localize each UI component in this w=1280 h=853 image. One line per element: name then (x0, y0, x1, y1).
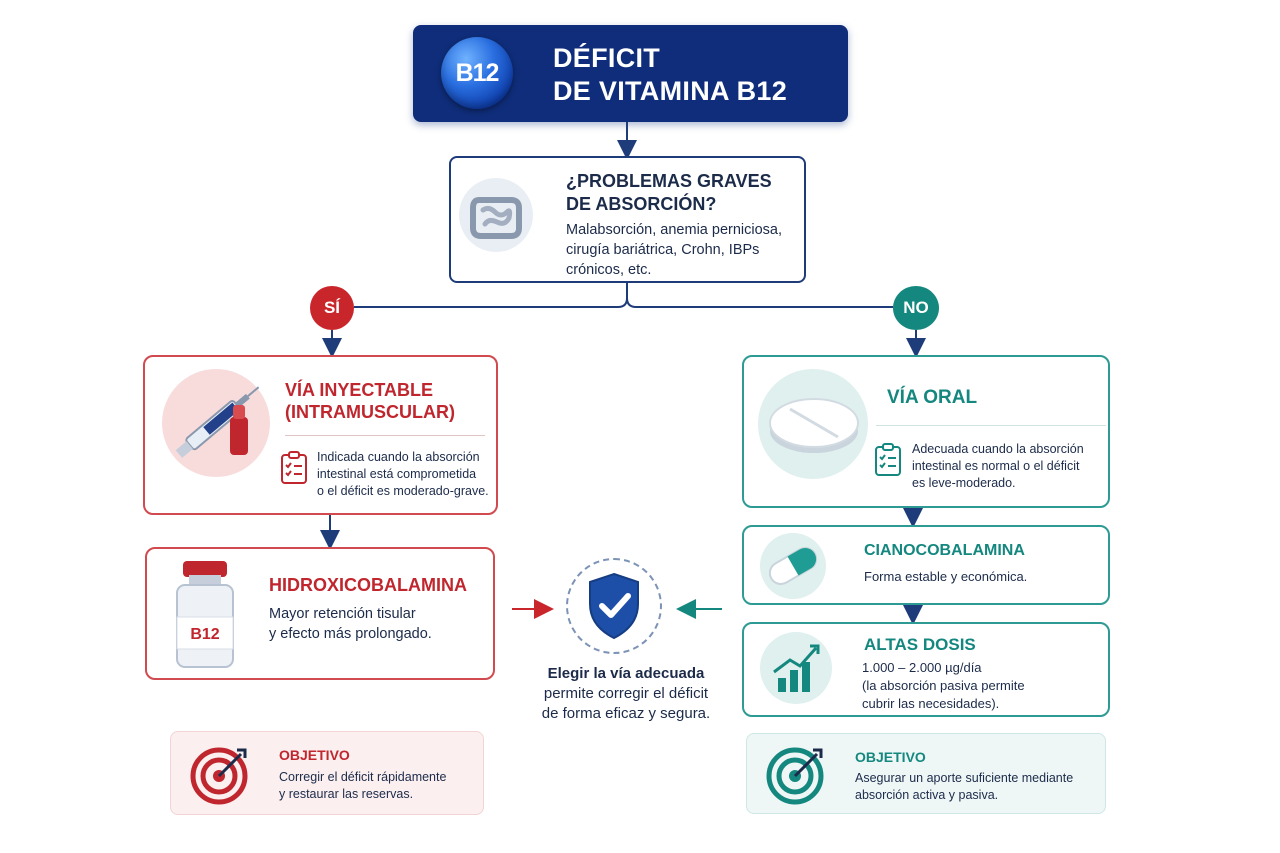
title-line-1: DÉFICIT (553, 43, 661, 73)
injectable-title: VÍA INYECTABLE (INTRAMUSCULAR) (285, 379, 455, 423)
objective-right-title: OBJETIVO (855, 749, 926, 765)
injectable-desc-line-1: Indicada cuando la absorción (317, 450, 480, 464)
question-description: Malabsorción, anemia perniciosa, cirugía… (566, 220, 782, 280)
checklist-icon (280, 451, 308, 490)
injectable-route-box: VÍA INYECTABLE (INTRAMUSCULAR) Indicada … (143, 355, 498, 515)
center-message: Elegir la vía adecuada permite corregir … (510, 664, 742, 724)
hidroxi-desc-line-1: Mayor retención tisular (269, 606, 416, 622)
hidroxicobalamina-box: B12 HIDROXICOBALAMINA Mayor retención ti… (145, 547, 495, 680)
objective-right-desc-line-2: absorción activa y pasiva. (855, 788, 999, 802)
question-desc-line-3: crónicos, etc. (566, 262, 652, 278)
b12-sphere-icon: B12 (441, 37, 513, 109)
title-line-2: DE VITAMINA B12 (553, 76, 788, 106)
rising-bars-icon (760, 632, 832, 704)
oral-description: Adecuada cuando la absorción intestinal … (912, 441, 1084, 492)
page-title: DÉFICIT DE VITAMINA B12 (553, 42, 787, 108)
vial-label: B12 (190, 626, 219, 643)
target-icon (765, 744, 827, 811)
oral-desc-line-3: es leve-moderado. (912, 476, 1016, 490)
title-banner: B12 DÉFICIT DE VITAMINA B12 (413, 25, 848, 122)
no-badge: NO (893, 286, 939, 330)
yes-badge: SÍ (310, 286, 354, 330)
oral-desc-line-1: Adecuada cuando la absorción (912, 442, 1084, 456)
checklist-icon (874, 443, 902, 482)
objective-right-desc-line-1: Asegurar un aporte suficiente mediante (855, 771, 1074, 785)
capsule-icon (760, 533, 826, 599)
objective-left-box: OBJETIVO Corregir el déficit rápidamente… (170, 731, 484, 815)
oral-route-box: VÍA ORAL Adecuada cuando la absorción in… (742, 355, 1110, 508)
injectable-title-line-2: (INTRAMUSCULAR) (285, 402, 455, 422)
altas-title: ALTAS DOSIS (864, 635, 976, 654)
objective-left-title: OBJETIVO (279, 747, 350, 763)
center-line-3: de forma eficaz y segura. (541, 705, 711, 722)
injectable-description: Indicada cuando la absorción intestinal … (317, 449, 489, 500)
altas-desc-line-1: 1.000 – 2.000 µg/día (862, 660, 982, 675)
question-box: ¿PROBLEMAS GRAVES DE ABSORCIÓN? Malabsor… (449, 156, 806, 283)
ciano-title: CIANOCOBALAMINA (864, 542, 1025, 559)
hidroxi-description: Mayor retención tisular y efecto más pro… (269, 604, 432, 644)
hidroxi-title: HIDROXICOBALAMINA (269, 575, 467, 595)
altas-desc-line-2: (la absorción pasiva permite (862, 678, 1025, 693)
objective-right-box: OBJETIVO Asegurar un aporte suficiente m… (746, 733, 1106, 814)
injectable-desc-line-3: o el déficit es moderado-grave. (317, 484, 489, 498)
question-title-line-2: DE ABSORCIÓN? (566, 194, 717, 214)
oral-title: VÍA ORAL (887, 387, 978, 408)
branch-line-left (354, 283, 628, 308)
branch-line-right (626, 283, 893, 308)
center-line-2: permite corregir el déficit (543, 685, 709, 702)
objective-left-desc-line-2: y restaurar las reservas. (279, 787, 414, 801)
shield-check-icon (566, 558, 662, 654)
objective-left-description: Corregir el déficit rápidamente y restau… (279, 769, 446, 803)
question-title: ¿PROBLEMAS GRAVES DE ABSORCIÓN? (566, 170, 772, 216)
question-desc-line-2: cirugía bariátrica, Crohn, IBPs (566, 242, 760, 258)
altas-dosis-box: ALTAS DOSIS 1.000 – 2.000 µg/día (la abs… (742, 622, 1110, 717)
hidroxi-desc-line-2: y efecto más prolongado. (269, 626, 432, 642)
objective-right-description: Asegurar un aporte suficiente mediante a… (855, 770, 1073, 804)
intestine-icon (459, 178, 533, 252)
altas-description: 1.000 – 2.000 µg/día (la absorción pasiv… (862, 659, 1025, 713)
objective-left-desc-line-1: Corregir el déficit rápidamente (279, 770, 447, 784)
ciano-description: Forma estable y económica. (864, 569, 1028, 584)
divider (285, 435, 485, 436)
target-icon (189, 744, 251, 811)
tablet-icon (758, 369, 868, 479)
cianocobalamina-box: CIANOCOBALAMINA Forma estable y económic… (742, 525, 1110, 605)
syringe-ampoule-icon (162, 369, 270, 477)
divider (876, 425, 1106, 426)
oral-desc-line-2: intestinal es normal o el déficit (912, 459, 1080, 473)
vial-icon: B12 (171, 559, 239, 676)
center-line-1: Elegir la vía adecuada (547, 665, 705, 682)
altas-desc-line-3: cubrir las necesidades). (862, 696, 1000, 711)
injectable-desc-line-2: intestinal está comprometida (317, 467, 477, 481)
injectable-title-line-1: VÍA INYECTABLE (285, 380, 434, 400)
question-desc-line-1: Malabsorción, anemia perniciosa, (566, 222, 782, 238)
question-title-line-1: ¿PROBLEMAS GRAVES (566, 171, 772, 191)
